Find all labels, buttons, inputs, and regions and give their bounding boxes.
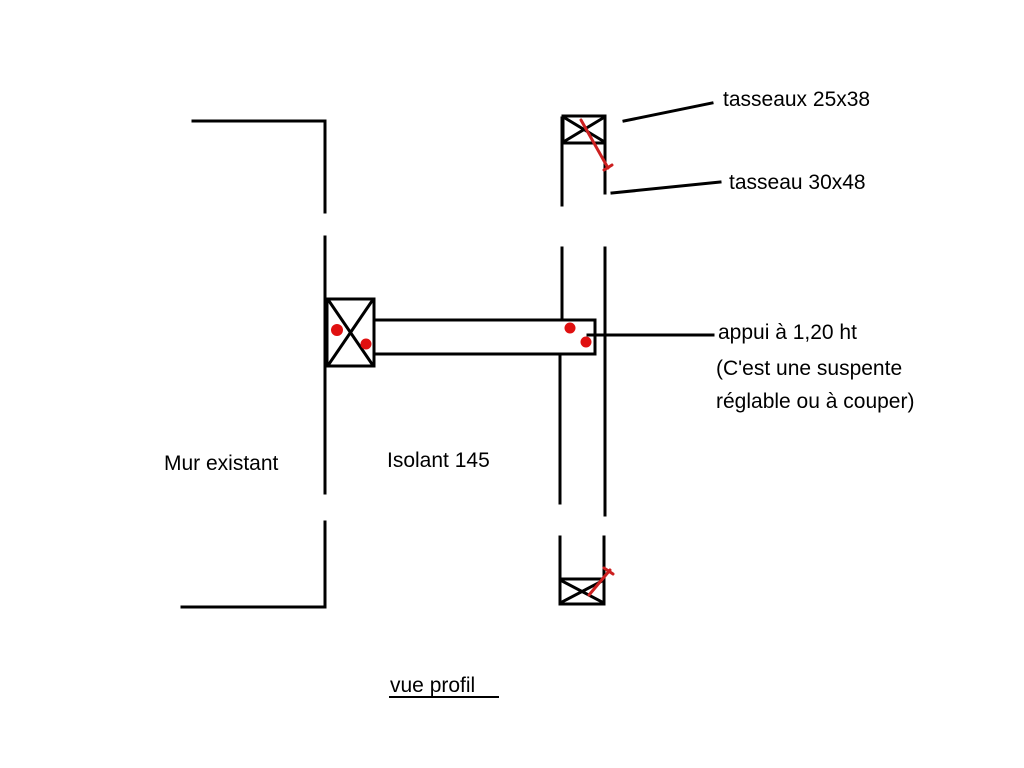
label-batten-small: tasseaux 25x38: [723, 88, 871, 111]
label-support-line3: réglable ou à couper): [716, 390, 915, 413]
wall-outline-bottom: [180, 520, 327, 609]
screw-top: [579, 118, 610, 170]
fixing-dot-wall-2: [360, 338, 372, 350]
fixing-dot-wall-1: [331, 324, 343, 336]
label-support-line1: appui à 1,20 ht: [718, 321, 857, 344]
leader-batten-small: [622, 101, 714, 123]
screw-bottom: [587, 568, 612, 597]
label-batten-large: tasseau 30x48: [729, 171, 866, 194]
screw-top-head: [602, 163, 614, 172]
top-batten: [561, 114, 607, 145]
wall-batten-cross-b: [326, 298, 375, 367]
bottom-batten-cross-b: [559, 578, 605, 605]
label-insulation: Isolant 145: [387, 449, 490, 472]
fixing-dot-frame-2: [580, 336, 592, 348]
label-support-line2: (C'est une suspente: [716, 357, 903, 380]
bottom-batten: [558, 577, 606, 606]
leader-batten-large: [610, 180, 722, 195]
diagram-title: vue profil: [390, 674, 476, 697]
fixing-dot-frame-1: [564, 322, 576, 334]
label-wall: Mur existant: [164, 452, 279, 475]
wall-outline-top: [191, 119, 327, 214]
top-batten-cross-b: [562, 115, 606, 144]
support-bar: [372, 318, 597, 356]
screw-bottom-head: [602, 566, 615, 576]
